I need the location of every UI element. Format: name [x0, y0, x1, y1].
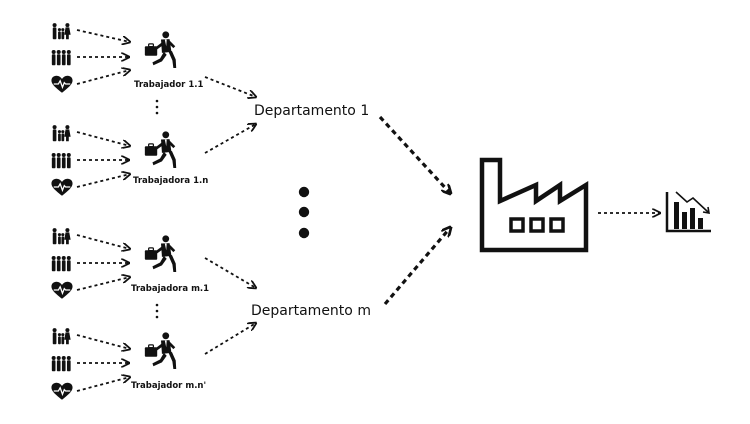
input-arrow — [76, 234, 130, 249]
department-label: Departamento m — [251, 303, 371, 319]
department-m-cluster: Trabajadora m.1 Trabajador m.n' Departam… — [51, 228, 371, 401]
worker-label: Trabajadora m.1 — [131, 284, 209, 294]
running-businessman-icon — [144, 30, 177, 69]
worker-to-department-arrow — [204, 323, 256, 355]
input-arrow — [76, 29, 130, 42]
department-1-cluster: Trabajador 1.1 Trabajadora 1.n Departame… — [51, 23, 369, 197]
worker-to-department-arrow — [204, 76, 256, 97]
family-icon — [52, 228, 71, 245]
running-businessman-icon — [144, 130, 177, 169]
worker-to-department-arrow — [204, 257, 256, 288]
running-businessman-icon — [144, 234, 177, 273]
vertical-ellipsis — [155, 99, 159, 115]
worker-node: Trabajadora m.1 — [51, 228, 209, 300]
department-label: Departamento 1 — [254, 103, 369, 119]
heart-pulse-icon — [51, 75, 73, 94]
group-icon — [51, 152, 71, 169]
department-to-factory-arrow — [378, 115, 450, 193]
worker-node: Trabajador 1.1 — [51, 23, 203, 94]
input-arrow — [76, 377, 130, 392]
running-businessman-icon — [144, 331, 177, 370]
input-arrow — [76, 277, 130, 291]
family-icon — [52, 125, 71, 142]
family-icon — [52, 23, 71, 40]
department-ellipsis — [298, 186, 310, 239]
department-to-factory-arrow — [383, 228, 450, 306]
declining-bar-chart-icon — [665, 191, 711, 233]
worker-label: Trabajador 1.1 — [134, 80, 203, 90]
input-arrow — [76, 131, 130, 146]
group-icon — [51, 49, 71, 66]
group-icon — [51, 255, 71, 272]
heart-pulse-icon — [51, 178, 73, 197]
factory-icon — [479, 157, 589, 253]
worker-label: Trabajadora 1.n — [133, 176, 208, 186]
worker-node: Trabajadora 1.n — [51, 125, 208, 197]
heart-pulse-icon — [51, 382, 73, 401]
input-arrow — [76, 70, 130, 85]
input-arrow — [76, 174, 130, 188]
vertical-ellipsis — [155, 303, 159, 319]
family-icon — [52, 328, 71, 345]
heart-pulse-icon — [51, 281, 73, 300]
input-arrow — [76, 334, 130, 349]
worker-to-department-arrow — [204, 124, 256, 154]
worker-label: Trabajador m.n' — [131, 381, 206, 391]
group-icon — [51, 355, 71, 372]
worker-node: Trabajador m.n' — [51, 328, 206, 401]
